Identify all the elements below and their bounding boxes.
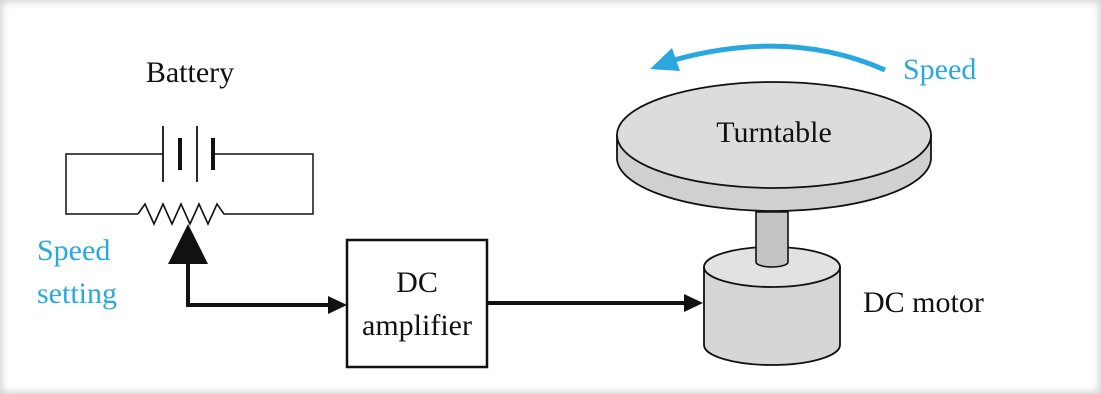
battery-label: Battery <box>146 56 234 89</box>
potentiometer-icon <box>137 202 230 226</box>
amplifier-label-line2: amplifier <box>362 309 472 342</box>
circuit-wire <box>213 153 314 215</box>
dc-amplifier-block <box>345 238 489 369</box>
dc-motor <box>703 246 841 366</box>
battery-icon <box>162 126 215 182</box>
speed-setting-label-line2: setting <box>37 277 117 310</box>
signal-path-to-amplifier <box>186 258 347 314</box>
signal-path-to-motor <box>487 294 703 312</box>
speed-arrow-icon <box>650 43 887 73</box>
dc-motor-label: DC motor <box>863 286 984 319</box>
battery-circuit <box>65 126 314 264</box>
motor-shaft <box>755 211 789 268</box>
turntable-disk <box>616 81 932 212</box>
circuit-wire <box>65 153 163 215</box>
speed-setting-label-line1: Speed <box>37 234 110 267</box>
turntable-label: Turntable <box>716 116 832 149</box>
speed-label: Speed <box>903 53 976 86</box>
amplifier-label-line1: DC <box>396 266 438 299</box>
